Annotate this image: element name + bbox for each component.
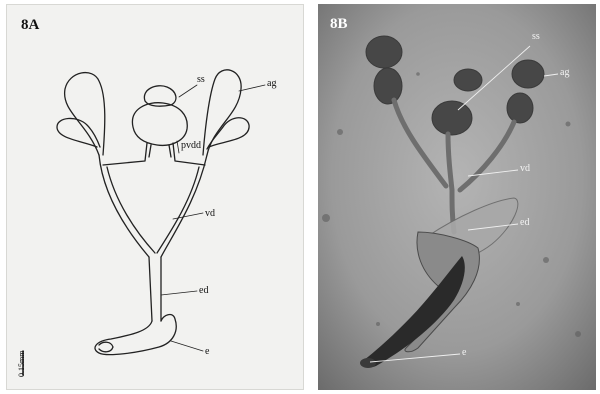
right-upper-lobe [203,70,241,155]
label-ed: ed [199,286,208,296]
label-vd: vd [205,209,215,219]
scale-bar-label: 0.15mm [17,351,26,377]
pvdd-left [103,143,147,165]
label-ed: ed [520,218,529,228]
ejaculatory-duct-left [149,257,152,321]
label-ss: ss [532,32,540,42]
pvdd-left-inner [149,145,151,157]
micrograph-panel: 8B ss ag vd ed e [318,4,596,390]
right-lower-lobe [207,118,249,149]
label-vd: vd [520,164,530,174]
drawing-panel: 8A ss ag pvdd vd ed e 0.15mm [6,4,304,390]
label-ag: ag [267,79,276,89]
label-ss: ss [197,75,205,85]
aedeagus [95,315,176,355]
label-e: e [462,348,466,358]
pvdd-right-inner [169,145,171,157]
reproductive-system-drawing [7,5,304,390]
aedeagus-tip [99,342,113,352]
label-e: e [205,347,209,357]
micrograph-image [318,4,596,390]
panel-a-label: 8A [21,17,39,34]
vas-deferens-left-inner [107,167,155,253]
vas-deferens-right-inner [157,167,199,253]
label-ag: ag [560,68,569,78]
label-pvdd: pvdd [181,141,201,151]
seminal-sac-body [132,103,187,146]
panel-b-label: 8B [330,16,348,33]
vas-deferens-left-outer [99,155,149,257]
